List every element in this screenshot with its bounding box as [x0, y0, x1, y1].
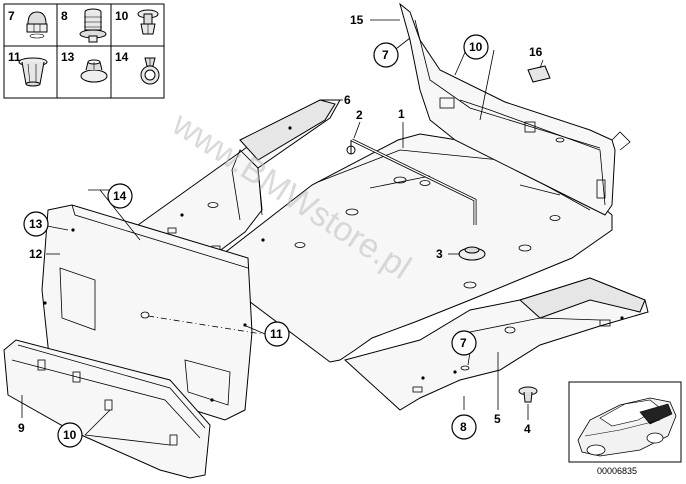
callout-10-bottom: 10 [63, 428, 77, 442]
callout-9: 9 [18, 421, 25, 435]
callout-7-top: 7 [382, 48, 389, 62]
callout-11: 11 [270, 327, 283, 341]
callout-3: 3 [436, 247, 443, 261]
callout-5: 5 [494, 412, 501, 426]
legend-number: 11 [8, 50, 21, 64]
expanding-clip-icon [18, 57, 48, 87]
vehicle-inset [568, 381, 682, 463]
right-side-trim [343, 277, 649, 411]
callout-4: 4 [524, 422, 531, 436]
callout-8: 8 [460, 420, 467, 434]
left-side-trim [137, 99, 341, 259]
legend-number: 8 [61, 9, 68, 23]
legend-number: 13 [61, 50, 75, 64]
small-pad [527, 65, 551, 83]
support-rod [346, 138, 477, 225]
callout-12: 12 [29, 247, 43, 261]
grommet-icon [79, 8, 107, 43]
callout-10-top: 10 [469, 40, 483, 54]
callout-2: 2 [356, 108, 363, 122]
legend-number: 14 [115, 50, 129, 64]
clip-dash-line [147, 315, 263, 335]
callout-7-right: 7 [460, 336, 467, 350]
callout-13: 13 [29, 217, 43, 231]
callout-15: 15 [350, 13, 364, 27]
legend-number: 7 [8, 9, 15, 23]
callout-1: 1 [398, 107, 405, 121]
push-rivet-icon [137, 9, 159, 35]
callout-16: 16 [529, 45, 543, 59]
push-button-clip-icon [140, 57, 160, 85]
cap-nut-icon [26, 11, 48, 39]
legend-number: 10 [115, 9, 129, 23]
diagram-number: 00006835 [597, 466, 637, 476]
flange-nut-icon [80, 59, 108, 83]
rear-trim-panel [399, 2, 631, 216]
trunk-floor-carpet [204, 133, 613, 363]
callouts: 1 2 3 4 5 6 7 7 8 9 10 10 11 12 13 14 15… [18, 13, 543, 448]
legend-box: 7 8 10 11 13 14 [3, 3, 165, 99]
callout-14: 14 [113, 189, 127, 203]
callout-6: 6 [344, 93, 351, 107]
push-clip [518, 386, 538, 403]
